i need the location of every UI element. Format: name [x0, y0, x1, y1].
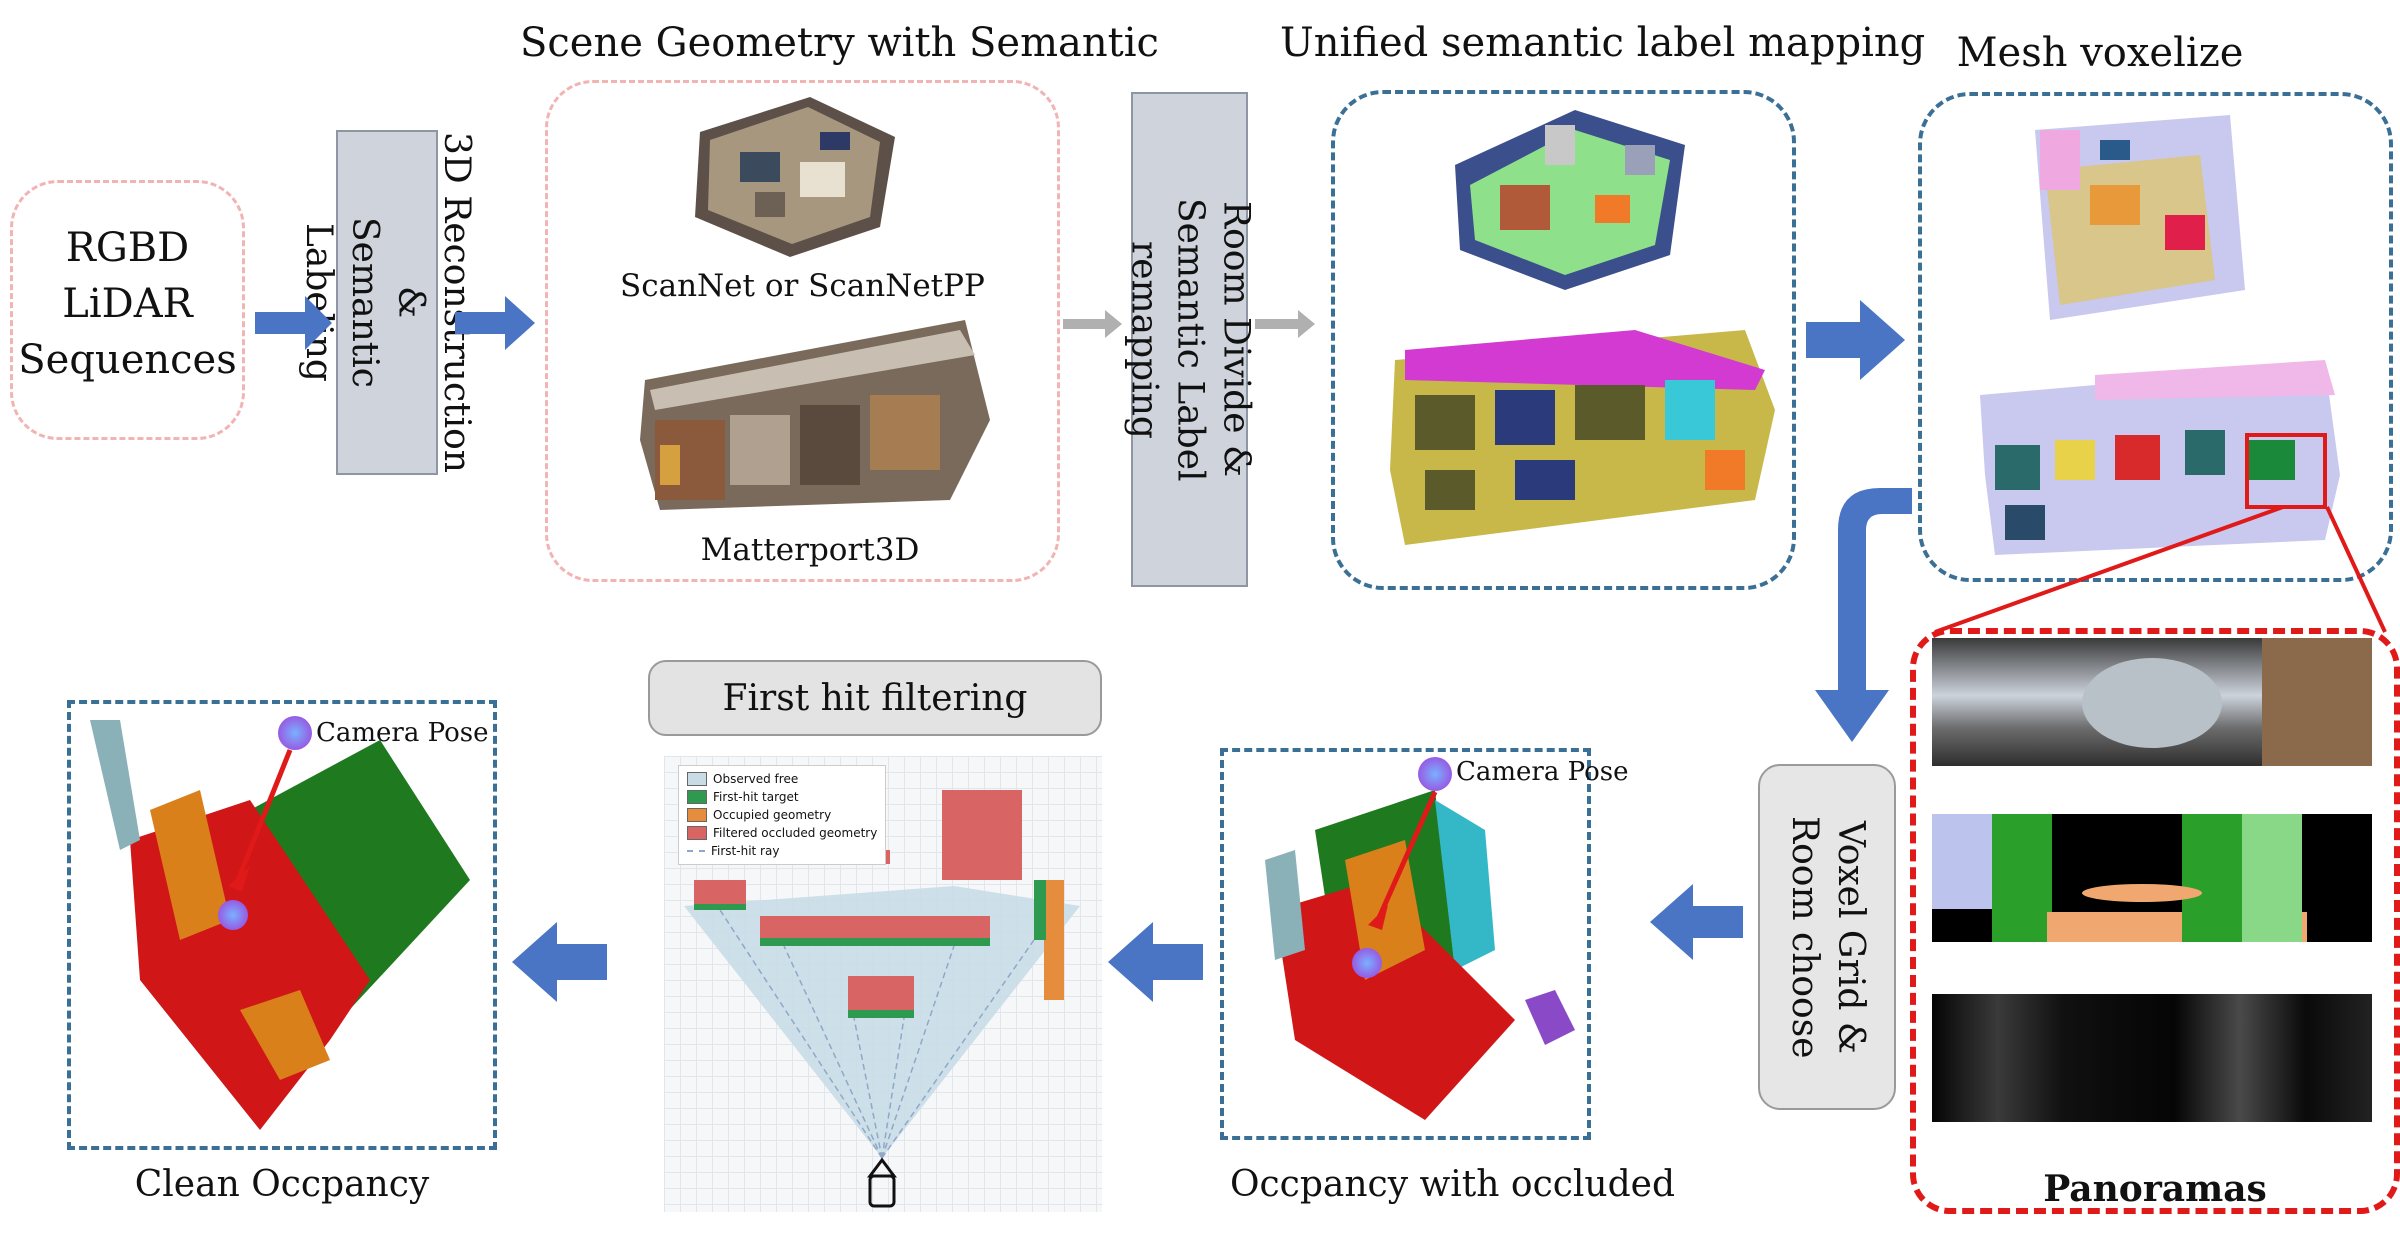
legend-filtered-occluded: Filtered occluded geometry: [687, 824, 877, 842]
arrow-divide-to-unified: [1255, 310, 1315, 338]
input-box: [10, 180, 245, 440]
legend-first-hit-target: First-hit target: [687, 788, 877, 806]
arrow-occluded-to-firsthit: [1108, 922, 1203, 1002]
camera-pose-label-occluded: Camera Pose: [1456, 757, 1629, 787]
clean-caption: Clean Occpancy: [134, 1164, 430, 1205]
voxel-grid-label: Voxel Grid & Room choose: [1784, 815, 1871, 1059]
panoramas-box: [1910, 628, 2400, 1214]
clean-occupancy-render: [90, 720, 470, 1130]
scene-geometry-box: [545, 80, 1060, 582]
arrow-input-to-recon: [255, 296, 332, 350]
scannet-caption: ScanNet or ScanNetPP: [620, 268, 985, 304]
scannet-mesh: [695, 97, 895, 257]
legend-first-hit-ray: First-hit ray: [687, 842, 877, 860]
camera-pose-target-clean: [218, 900, 248, 930]
camera-pose-label-clean: Camera Pose: [316, 718, 489, 748]
first-hit-title: First hit filtering: [648, 660, 1102, 736]
matterport-caption: Matterport3D: [700, 532, 920, 568]
clean-box: [67, 700, 497, 1150]
legend-occupied-geometry: Occupied geometry: [687, 806, 877, 824]
camera-pose-icon-clean: [278, 716, 312, 750]
arrow-unified-to-mesh: [1806, 300, 1905, 380]
input-label: RGBD LiDAR Sequences: [18, 225, 237, 383]
camera-pose-icon-occluded: [1418, 757, 1452, 791]
unified-title: Unified semantic label mapping: [1280, 20, 1926, 66]
scene-geometry-title: Scene Geometry with Semantic: [520, 20, 1159, 66]
panoramas-caption: Panoramas: [2043, 1168, 2267, 1210]
reconstruction-label: 3D Reconstruction & Semantic Labeling: [298, 132, 477, 473]
mesh-voxelize-box: [1918, 92, 2393, 582]
room-divide-step: Room Divide & Semantic Label remapping: [1124, 92, 1257, 587]
zoom-highlight-box: [2245, 433, 2327, 509]
unified-scannet-mesh: [1455, 110, 1685, 290]
room-divide-label: Room Divide & Semantic Label remapping: [1123, 197, 1257, 482]
arrow-recon-to-scene: [455, 296, 535, 350]
panorama-depth: [1932, 994, 2372, 1122]
panorama-semantic: [1932, 814, 2372, 942]
arrow-firsthit-to-clean: [512, 922, 607, 1002]
first-hit-rays: [684, 790, 1080, 1208]
first-hit-legend: Observed free First-hit target Occupied …: [678, 765, 887, 865]
unified-box: [1331, 90, 1796, 590]
unified-matterport-mesh: [1390, 330, 1775, 545]
zoom-line-left: [1934, 505, 2284, 634]
reconstruction-step: 3D Reconstruction & Semantic Labeling: [298, 130, 477, 475]
mesh-voxelize-title: Mesh voxelize: [1956, 30, 2244, 76]
voxel-scannet: [2035, 115, 2245, 320]
zoom-line-right: [2325, 506, 2387, 633]
arrow-voxel-to-occluded: [1650, 884, 1743, 960]
legend-observed-free: Observed free: [687, 770, 877, 788]
arrow-scene-to-divide: [1063, 310, 1122, 338]
camera-pose-ray-clean: [228, 749, 293, 892]
camera-pose-ray-occluded: [1368, 790, 1438, 930]
arrow-mesh-to-voxel: [1815, 488, 1912, 742]
occluded-caption: Occpancy with occluded: [1230, 1164, 1675, 1205]
occluded-box: [1220, 748, 1591, 1140]
matterport-mesh: [640, 320, 990, 510]
panorama-rgb: [1932, 638, 2372, 766]
camera-pose-target-occluded: [1352, 948, 1382, 978]
voxel-grid-step: Voxel Grid & Room choose: [1758, 764, 1896, 1110]
